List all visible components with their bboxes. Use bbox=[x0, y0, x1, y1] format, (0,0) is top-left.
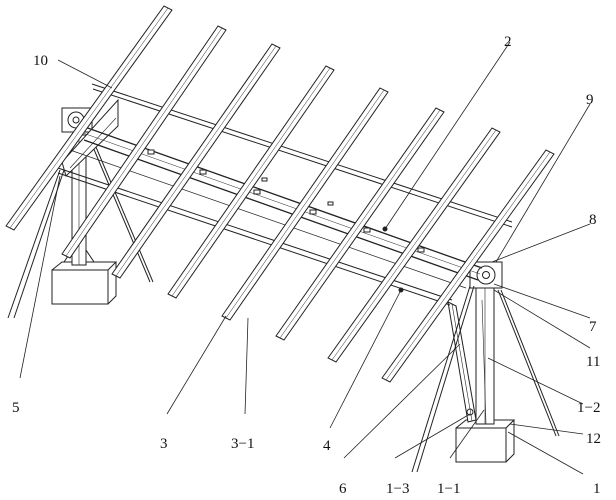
label-1: 1 bbox=[593, 481, 601, 497]
label-9: 9 bbox=[586, 92, 594, 108]
label-11: 11 bbox=[586, 354, 600, 370]
label-1-3: 1−3 bbox=[386, 481, 409, 497]
label-1-2: 1−2 bbox=[577, 400, 600, 416]
label-1-1: 1−1 bbox=[437, 481, 460, 497]
label-8: 8 bbox=[589, 212, 597, 228]
reference-numerals: 10 2 9 8 7 11 1−2 12 1 1−1 1−3 6 4 3−1 3… bbox=[12, 34, 601, 497]
right-base-block bbox=[455, 427, 507, 463]
purlins bbox=[5, 5, 555, 383]
label-3: 3 bbox=[160, 436, 168, 452]
label-3-1: 3−1 bbox=[231, 436, 254, 452]
label-10: 10 bbox=[33, 53, 48, 69]
label-6: 6 bbox=[339, 481, 347, 497]
left-base-block bbox=[51, 269, 109, 305]
label-4: 4 bbox=[323, 438, 331, 454]
main-frame bbox=[57, 83, 513, 306]
label-5: 5 bbox=[12, 400, 20, 416]
right-support bbox=[411, 261, 560, 473]
leader-lines bbox=[19, 41, 591, 475]
label-2: 2 bbox=[504, 34, 512, 50]
label-12: 12 bbox=[586, 431, 601, 447]
left-support bbox=[7, 98, 154, 319]
label-7: 7 bbox=[589, 319, 597, 335]
